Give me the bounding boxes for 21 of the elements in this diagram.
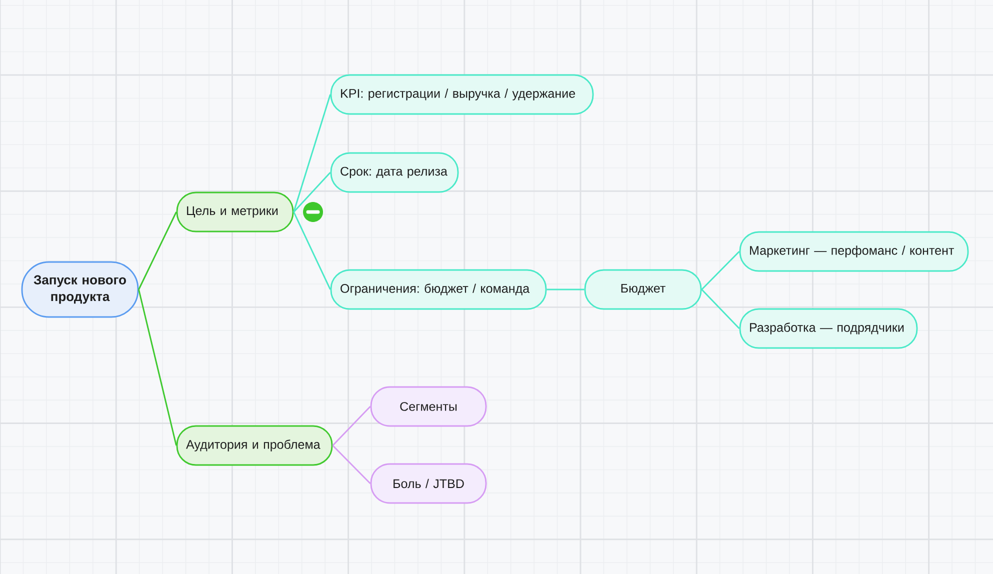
connector-line [332,406,371,446]
connector-line [138,212,177,290]
subtopic-box: KPI: регистрации / выручка / удержание [330,74,594,115]
branch-box: Аудитория и проблема [176,425,333,466]
connector-line [546,288,584,290]
subtopic-box: Сегменты [370,386,487,427]
subtopic-box: Бюджет [584,269,702,310]
connector-line [293,172,331,212]
connector-line [332,444,371,484]
connector-line [138,289,177,446]
subtopic-box: Маркетинг — перфоманс / контент [739,231,969,272]
connector-line [701,250,740,290]
subtopic-box: Боль / JTBD [370,463,487,504]
connector-line [293,212,331,290]
subtopic-box: Разработка — подрядчики [739,308,918,349]
connector-line [293,94,331,212]
branch-box: Цель и метрики [176,192,294,232]
connector-line [701,288,740,329]
central-topic-box: Запуск нового продукта [21,261,139,318]
subtopic-box: Срок: дата релиза [330,152,459,193]
subtopic-box: Ограничения: бюджет / команда [330,269,547,310]
